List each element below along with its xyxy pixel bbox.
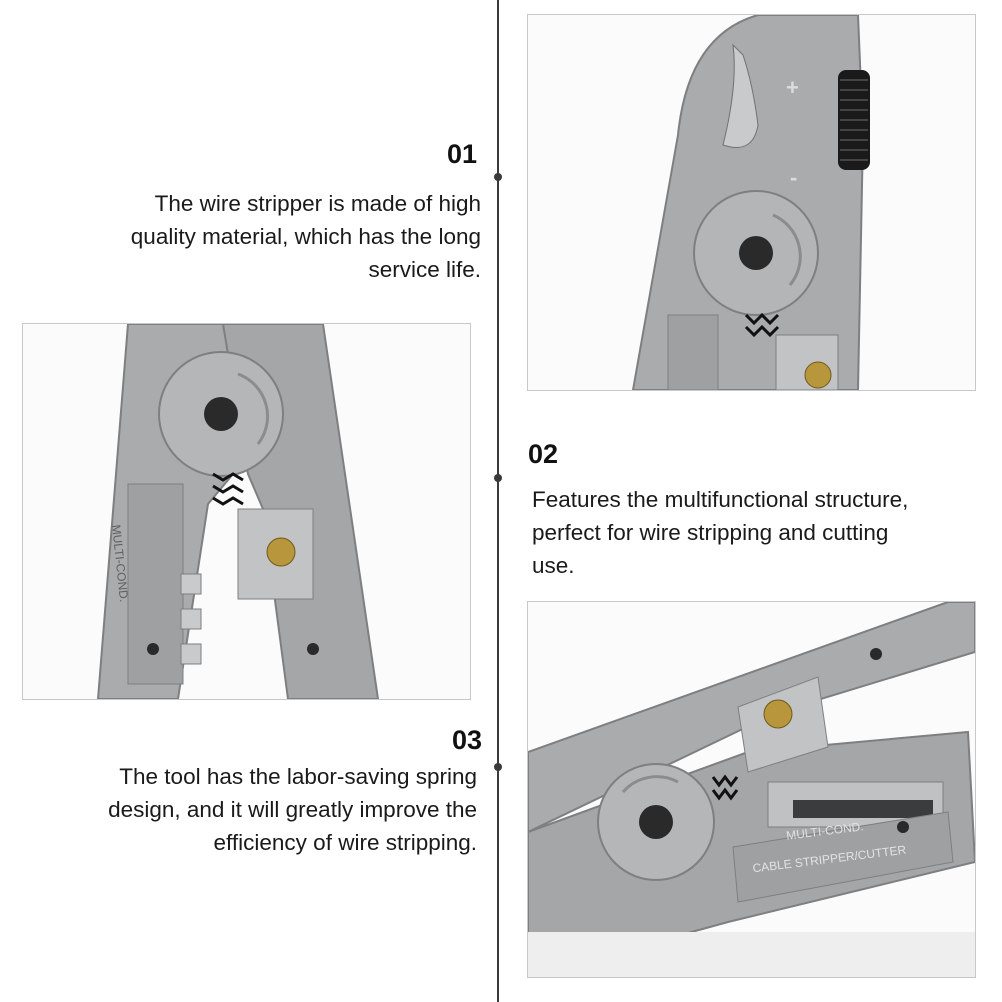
- product-photo-spring: MULTI-COND.: [22, 323, 471, 700]
- feature-number-1: 01: [447, 139, 478, 169]
- feature-3-line-2: design, and it will greatly improve the: [108, 797, 477, 822]
- feature-1-line-1: The wire stripper is made of high: [154, 191, 481, 216]
- feature-description-3: The tool has the labor-saving spring des…: [37, 760, 477, 859]
- timeline-dot-3: [494, 763, 502, 771]
- feature-2-line-1: Features the multifunctional structure,: [532, 487, 909, 512]
- product-photo-side: MULTI-COND. CABLE STRIPPER/CUTTER: [527, 601, 976, 978]
- timeline-dot-1: [494, 173, 502, 181]
- product-photo-adjuster: + -: [527, 14, 976, 391]
- feature-3-line-3: efficiency of wire stripping.: [213, 830, 477, 855]
- feature-number-2: 02: [528, 439, 559, 469]
- feature-2-line-3: use.: [532, 553, 575, 578]
- feature-description-2: Features the multifunctional structure, …: [532, 483, 982, 582]
- adjust-plus-mark: +: [786, 75, 799, 100]
- feature-1-line-2: quality material, which has the long: [130, 224, 481, 249]
- feature-number-3: 03: [452, 725, 483, 755]
- feature-2-line-2: perfect for wire stripping and cutting: [532, 520, 889, 545]
- adjust-minus-mark: -: [790, 165, 798, 190]
- timeline-dot-2: [494, 474, 502, 482]
- timeline-line: [497, 0, 499, 1002]
- feature-3-line-1: The tool has the labor-saving spring: [119, 764, 477, 789]
- feature-description-1: The wire stripper is made of high qualit…: [61, 187, 481, 286]
- feature-1-line-3: service life.: [368, 257, 481, 282]
